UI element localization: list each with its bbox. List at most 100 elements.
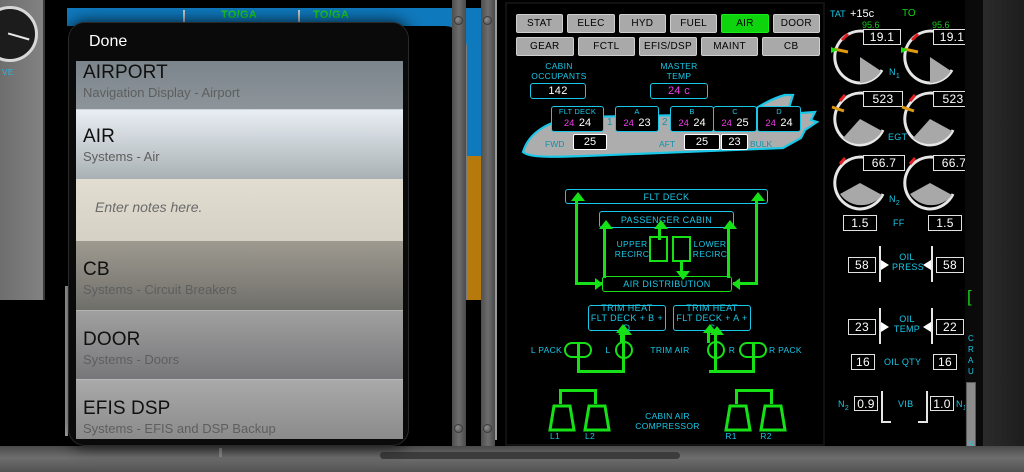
ff-label: FF	[893, 218, 905, 228]
home-indicator	[219, 448, 222, 457]
trim-r-label: R	[728, 345, 736, 355]
oil-temp-value-left: 23	[848, 319, 876, 335]
tab-fctl[interactable]: FCTL	[577, 37, 636, 56]
tab-hyd[interactable]: HYD	[618, 14, 666, 33]
n1-value-right: 19.1	[933, 29, 971, 45]
list-item-title: DOOR	[83, 329, 141, 350]
tat-label: TAT	[830, 9, 846, 19]
tat-value: +15c	[850, 8, 875, 20]
compressor-leg-r1	[735, 389, 738, 404]
vib-scale-left	[881, 391, 883, 423]
flow-line-right	[755, 200, 758, 285]
trim-l-label: L	[605, 345, 611, 355]
n1-label: N1	[889, 67, 901, 80]
list-item-door[interactable]: DOOR Systems - Doors	[76, 310, 403, 379]
compressor-leg-l2	[594, 389, 597, 404]
tab-efis-dsp[interactable]: EFIS/DSP	[639, 37, 697, 56]
list-item-subtitle: Systems - Circuit Breakers	[83, 282, 237, 297]
compressor-r1-label: R1	[725, 431, 737, 441]
tab-stat[interactable]: STAT	[516, 14, 564, 33]
vib-value-left: 0.9	[854, 396, 878, 411]
list-item-efis-dsp[interactable]: EFIS DSP Systems - EFIS and DSP Backup	[76, 379, 403, 439]
flow-line-into-dist-left	[575, 282, 602, 285]
flow-line-left	[575, 200, 578, 285]
oil-temp-pointer-right	[923, 322, 931, 332]
fma-divider	[298, 10, 300, 23]
tab-cb[interactable]: CB	[762, 37, 820, 56]
cas-bracket-icon: [	[967, 287, 972, 306]
oil-temp-scale-right	[931, 308, 933, 344]
list-item-cb[interactable]: CB Systems - Circuit Breakers	[76, 241, 403, 310]
compressor-l2-label: L2	[584, 431, 596, 441]
fwd-cargo-label: FWD	[545, 139, 565, 149]
list-item-subtitle: Systems - Air	[83, 149, 160, 164]
list-item-subtitle: Systems - Doors	[83, 352, 180, 367]
eicas-tab-row-1: STAT ELEC HYD FUEL AIR DOOR	[516, 14, 820, 33]
tab-fuel[interactable]: FUEL	[669, 14, 718, 33]
n2-value-right: 66.7	[933, 155, 975, 171]
engine-indication-panel: TAT +15c TO 95.6 95.6 19.1 19.1	[826, 2, 975, 446]
tab-gear[interactable]: GEAR	[516, 37, 574, 56]
oil-press-value-left: 58	[848, 257, 876, 273]
n2-label: N2	[889, 194, 901, 207]
fma-right: TO/GA	[313, 9, 350, 21]
bulk-cargo-label: BULK	[750, 139, 773, 149]
oil-qty-value-right: 16	[933, 354, 957, 370]
n1-value-left: 19.1	[863, 29, 901, 45]
tab-maint[interactable]: MAINT	[700, 37, 759, 56]
flow-line-cabin-right	[727, 228, 730, 278]
n1-limit-left: 95.6	[862, 20, 880, 30]
oil-press-pointer-right	[923, 260, 931, 270]
tab-door[interactable]: DOOR	[772, 14, 820, 33]
pack-cross-left	[577, 370, 623, 373]
pack-line-right	[752, 343, 755, 373]
notes-placeholder: Enter notes here.	[95, 199, 203, 215]
list-item-subtitle: Navigation Display - Airport	[83, 85, 240, 100]
cabin-occupants-label: CABIN OCCUPANTS	[519, 61, 599, 81]
n1-limit-right: 95.6	[932, 20, 950, 30]
page-list[interactable]: AIRPORT Navigation Display - Airport AIR…	[76, 61, 403, 441]
eicas-air-synoptic: STAT ELEC HYD FUEL AIR DOOR GEAR FCTL EF…	[505, 2, 825, 446]
ff-value-left: 1.5	[843, 215, 877, 231]
oil-qty-label: OIL QTY	[884, 357, 922, 367]
aft-cargo-label: AFT	[659, 139, 676, 149]
done-button[interactable]: Done	[89, 33, 128, 50]
panel-rail	[481, 0, 495, 446]
oil-press-pointer-left	[881, 260, 889, 270]
flow-arrow-up-cabin-right	[723, 220, 737, 229]
tab-elec[interactable]: ELEC	[567, 14, 615, 33]
lower-recirc-line2: RECIRC	[692, 248, 728, 259]
air-synoptic-graphic: CABIN OCCUPANTS 142 MASTER TEMP 24 c FLT…	[507, 61, 827, 448]
flow-arrow-recirc-up	[654, 220, 668, 229]
screw-icon	[483, 424, 492, 433]
compressor-leg-l1	[559, 389, 562, 404]
vib-scale-right	[926, 391, 928, 423]
zone-set-temp: 24	[765, 118, 776, 129]
fwd-cargo-temp: 25	[573, 134, 607, 150]
zone-values: 24 23	[618, 116, 656, 130]
tab-air[interactable]: AIR	[721, 14, 769, 33]
zone-set-temp: 24	[563, 118, 575, 129]
list-item-title: AIRPORT	[83, 62, 168, 83]
trim-heat-left-line1: TRIM HEAT	[601, 303, 653, 313]
eicas-tab-strip: STAT ELEC HYD FUEL AIR DOOR GEAR FCTL EF…	[516, 14, 820, 60]
zone-values: 24 24	[554, 116, 601, 130]
list-item-airport[interactable]: AIRPORT Navigation Display - Airport	[76, 61, 403, 109]
flow-line-recirc-up	[658, 228, 661, 240]
upper-recirc-line1: UPPER	[616, 239, 648, 249]
compressor-shapes	[548, 404, 787, 432]
egt-value-left: 523	[863, 91, 903, 107]
oil-press-value-right: 58	[936, 257, 964, 273]
master-temp-value: 24 c	[650, 83, 708, 99]
upper-recirc-label: UPPER RECIRC	[612, 239, 652, 259]
compressor-manifold-left	[559, 389, 597, 392]
list-item-subtitle: Systems - EFIS and DSP Backup	[83, 421, 276, 436]
list-item-air[interactable]: AIR Systems - Air	[76, 109, 403, 179]
notes-field[interactable]: Enter notes here.	[76, 179, 403, 241]
pack-cross-right	[709, 370, 755, 373]
list-item-title: AIR	[83, 126, 115, 147]
pfd-fma-bar: TO/GA TO/GA	[47, 8, 494, 30]
oil-temp-pointer-left	[881, 322, 889, 332]
